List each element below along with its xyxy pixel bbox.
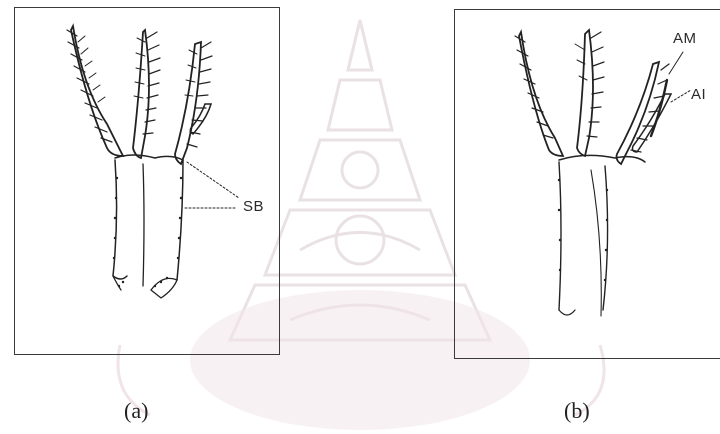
caption-b: (b)	[564, 398, 590, 424]
label-am: AM	[673, 30, 697, 47]
label-sb: SB	[243, 198, 264, 215]
pleopod-drawing-b	[455, 10, 720, 358]
figure-panel-a: SB	[14, 7, 280, 355]
pleopod-drawing-a	[15, 8, 279, 354]
figure-panel-b: AM AI	[454, 9, 720, 359]
caption-a: (a)	[124, 398, 148, 424]
label-ai: AI	[691, 86, 706, 103]
